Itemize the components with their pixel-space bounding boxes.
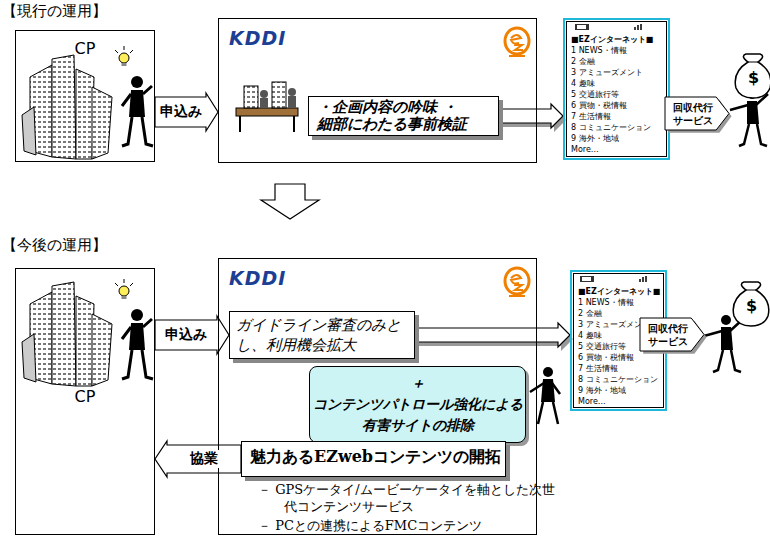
node-text: 2 金融 [571,56,664,67]
service-pentagon: 回収代行 サービス [665,97,729,130]
kddi-box: KDDI ・企画内容の吟味 ・細部にわたる事前検証 [218,18,537,163]
node-text: 2 金融 [578,308,661,319]
node-text: ・企画内容の吟味 ・細部にわたる事前検証 [317,99,490,133]
node-text: 8 コミュニケーション [571,122,664,133]
service-pentagon: 回収代行 サービス [640,318,704,351]
note-text: － PCとの連携によるFMCコンテンツ [258,517,530,535]
node-text: 9 海外・地域 [571,133,664,144]
node-text: CP [16,387,154,406]
phone-status-bar [580,276,646,282]
person-figure [122,309,153,379]
pentagon-shape [640,318,704,351]
transition-arrow [261,184,319,219]
review-desk [236,82,298,132]
logo-text: KDDI [229,27,286,49]
ez-logo [505,268,529,297]
node-text: 魅力あるEZwebコンテンツの開拓 [250,447,497,468]
node-text: 6 買物・税情報 [578,352,661,363]
company-box: CP [15,30,155,162]
node-text: 9 海外・地域 [578,385,661,396]
process-box: ・企画内容の吟味 ・細部にわたる事前検証 [308,96,499,136]
section-heading: 【今後の運用】 [2,236,107,255]
node-text: More… [571,144,664,155]
node-text: 回収代行 サービス [669,101,717,127]
money-man [704,315,742,372]
buildings [22,55,112,159]
node-text: CP [16,39,154,58]
arrow-label: 申込み [163,326,209,344]
patrol-man [530,367,560,424]
node-text: ＋ コンテンツパトロール強化による 有害サイトの排除 [313,373,523,436]
highlight-box: ＋ コンテンツパトロール強化による 有害サイトの排除 [309,366,526,443]
node-text: 1 NEWS・情報 [578,297,661,308]
block-arrow [415,323,570,347]
node-text: 3 アミューズメント [571,67,664,78]
node-text: 7 生活情報 [578,363,661,374]
node-text: More… [578,396,661,407]
node-text: ■EZインターネット■ [571,34,664,45]
phone-screen: ■EZインターネット■1 NEWS・情報2 金融3 アミューズメント4 趣味5 … [563,18,670,160]
node-text: 8 コミュニケーション [578,374,661,385]
node-text: 6 買物・税情報 [571,100,664,111]
node-text: 1 NEWS・情報 [571,45,664,56]
currency-symbol: $ [748,68,759,87]
block-arrow [155,93,218,131]
arrow-label: 申込み [158,103,204,121]
process-box: 魅力あるEZwebコンテンツの開拓 [241,441,506,477]
logo-text: KDDI [229,267,286,289]
note-text: － GPSケータイ/ムービーケータイを軸とした次世代コンテンツサービス [258,481,556,515]
section-heading: 【現行の運用】 [2,2,107,21]
node-text: ■EZインターネット■ [578,286,661,297]
process-box: ガイドライン審査のみとし、利用機会拡大 [229,311,415,359]
node-text: 回収代行 サービス [644,322,692,348]
company-box: CP [15,268,155,535]
lightbulb [115,46,133,66]
buildings [22,282,112,386]
node-text: 5 交通旅行等 [571,89,664,100]
node-text: 7 生活情報 [571,111,664,122]
lightbulb [115,279,133,299]
ez-logo [505,28,529,57]
currency-symbol: $ [746,296,757,315]
arrow-label: 協業 [188,450,220,468]
money-bag [735,54,770,98]
phone-status-bar [575,24,641,30]
node-text: ガイドライン審査のみとし、利用機会拡大 [236,315,408,355]
node-text: 4 趣味 [571,78,664,89]
block-arrow [155,441,241,477]
pentagon-shape [665,97,729,130]
person-figure [122,76,153,146]
block-arrow [499,104,563,128]
money-bag [733,282,769,326]
